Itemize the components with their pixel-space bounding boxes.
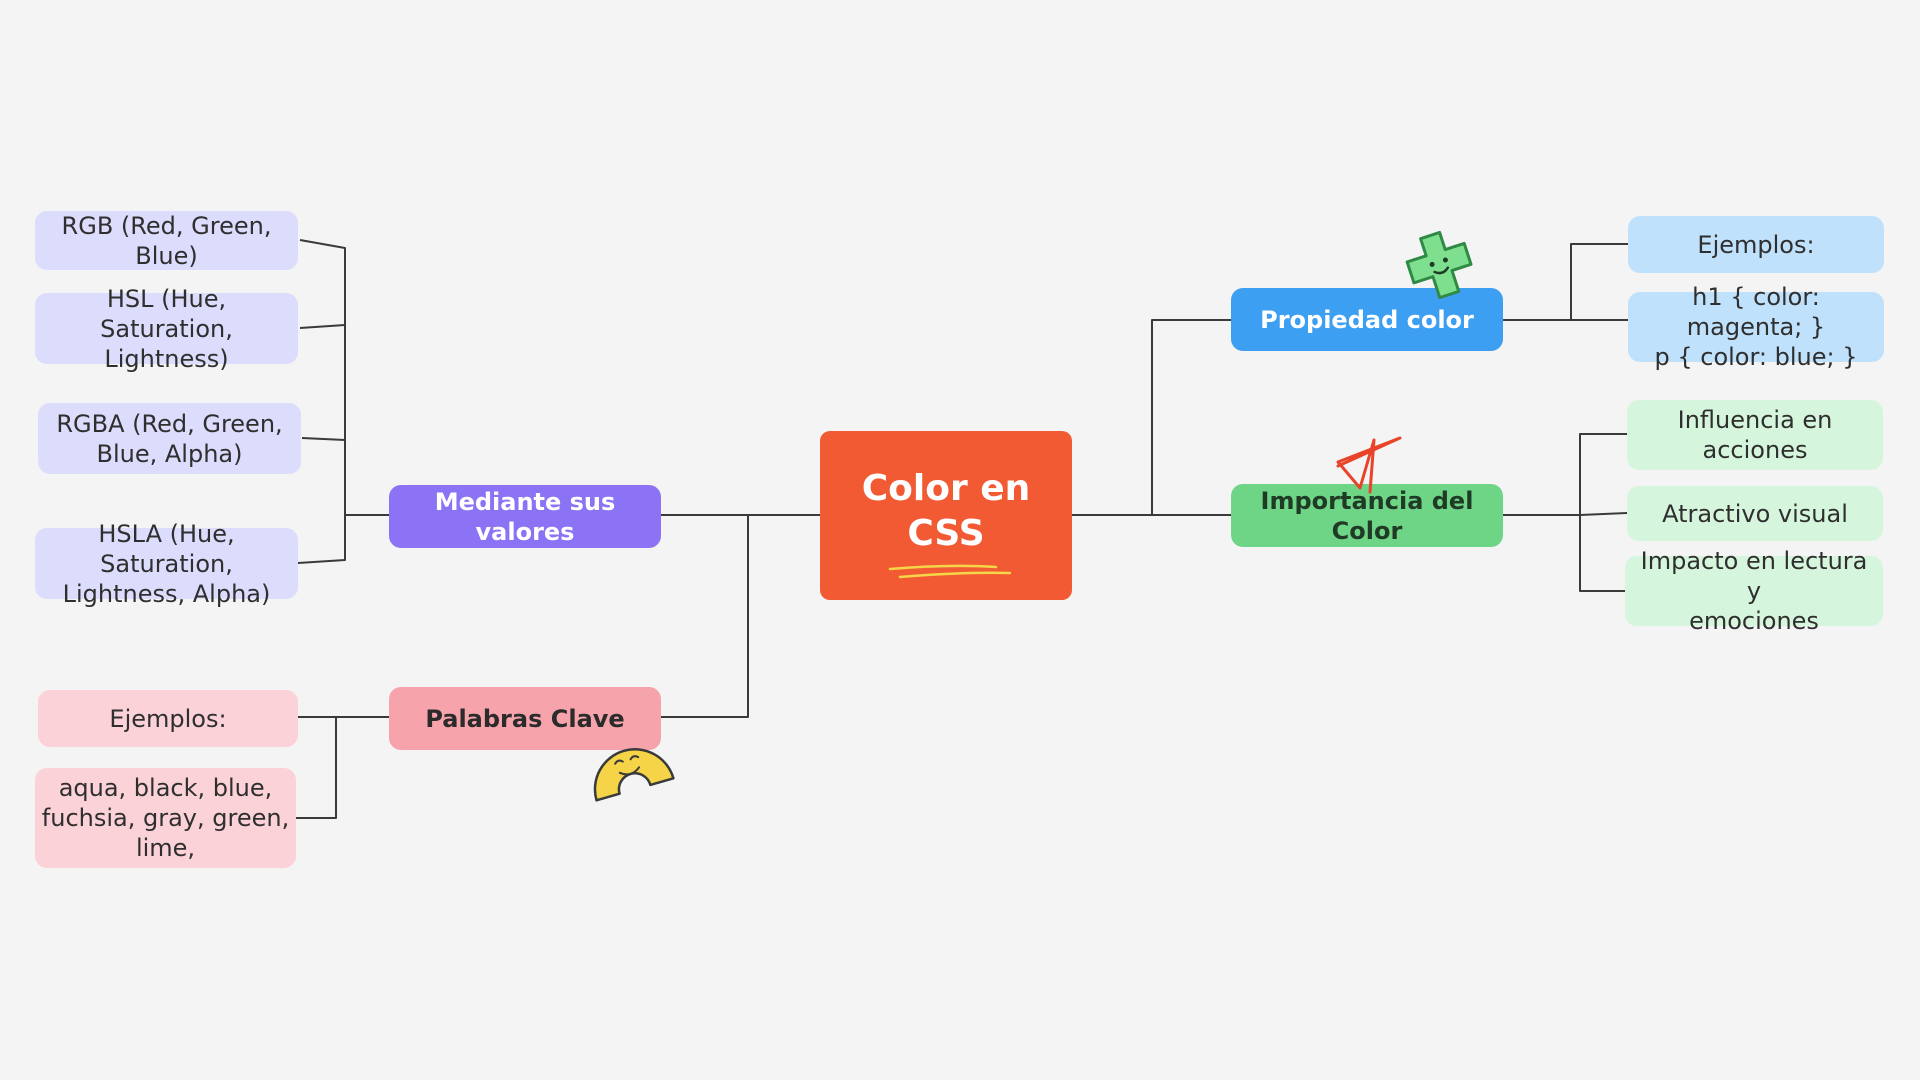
leaf-label: Influencia en acciones [1677,406,1833,464]
leaf-claves-ejemplos[interactable]: Ejemplos: [38,690,298,747]
branch-mediante-sus-valores[interactable]: Mediante sus valores [389,485,661,548]
branch-propiedad-color[interactable]: Propiedad color [1231,288,1503,351]
leaf-label: HSL (Hue, Saturation, Lightness) [100,284,233,373]
red-star-doodle-icon [1336,436,1402,494]
connector-center-left [661,514,820,718]
leaf-rgb[interactable]: RGB (Red, Green, Blue) [35,211,298,270]
branch-label: Propiedad color [1260,305,1474,334]
leaf-rgba[interactable]: RGBA (Red, Green, Blue, Alpha) [38,403,301,474]
leaf-propiedad-ejemplos[interactable]: Ejemplos: [1628,216,1884,273]
leaf-label: Atractivo visual [1662,499,1848,528]
leaf-hsl[interactable]: HSL (Hue, Saturation, Lightness) [35,285,298,373]
branch-label: Mediante sus valores [434,487,616,546]
central-topic-node[interactable]: Color en CSS [820,431,1072,600]
leaf-influencia[interactable]: Influencia en acciones [1627,400,1883,470]
connector-importancia-leaves [1503,433,1627,516]
leaf-label: RGB (Red, Green, Blue) [61,211,272,270]
leaf-label: RGBA (Red, Green, Blue, Alpha) [56,409,283,468]
leaf-hsla[interactable]: HSLA (Hue, Saturation, Lightness, Alpha) [35,520,298,608]
underline-squiggle-icon [888,564,1012,579]
leaf-claves-lista[interactable]: aqua, black, blue, fuchsia, gray, green,… [35,768,296,868]
central-topic-label: Color en CSS [861,467,1031,554]
connector-claves-leaves [296,716,389,819]
branch-label: Importancia del Color [1260,486,1474,545]
leaf-atractivo[interactable]: Atractivo visual [1627,486,1883,541]
leaf-label: aqua, black, blue, fuchsia, gray, green,… [41,774,290,862]
branch-label: Palabras Clave [425,704,625,733]
leaf-propiedad-codigo[interactable]: h1 { color: magenta; } p { color: blue; … [1628,283,1884,371]
leaf-label: h1 { color: magenta; } p { color: blue; … [1654,283,1858,371]
yellow-half-sun-sticker-icon [593,748,675,802]
branch-importancia-del-color[interactable]: Importancia del Color [1231,484,1503,547]
leaf-label: Impacto en lectura y emociones [1640,547,1868,635]
leaf-impacto[interactable]: Impacto en lectura y emociones [1625,547,1883,635]
leaf-label: HSLA (Hue, Saturation, Lightness, Alpha) [62,519,271,608]
branch-palabras-clave[interactable]: Palabras Clave [389,687,661,750]
connector-propiedad-leaves [1503,243,1628,321]
connector-center-right [1072,319,1231,516]
connector-valores-leaves [299,239,389,516]
green-star-sticker-icon [1405,230,1473,300]
leaf-label: Ejemplos: [1697,230,1815,259]
leaf-label: Ejemplos: [109,704,227,733]
